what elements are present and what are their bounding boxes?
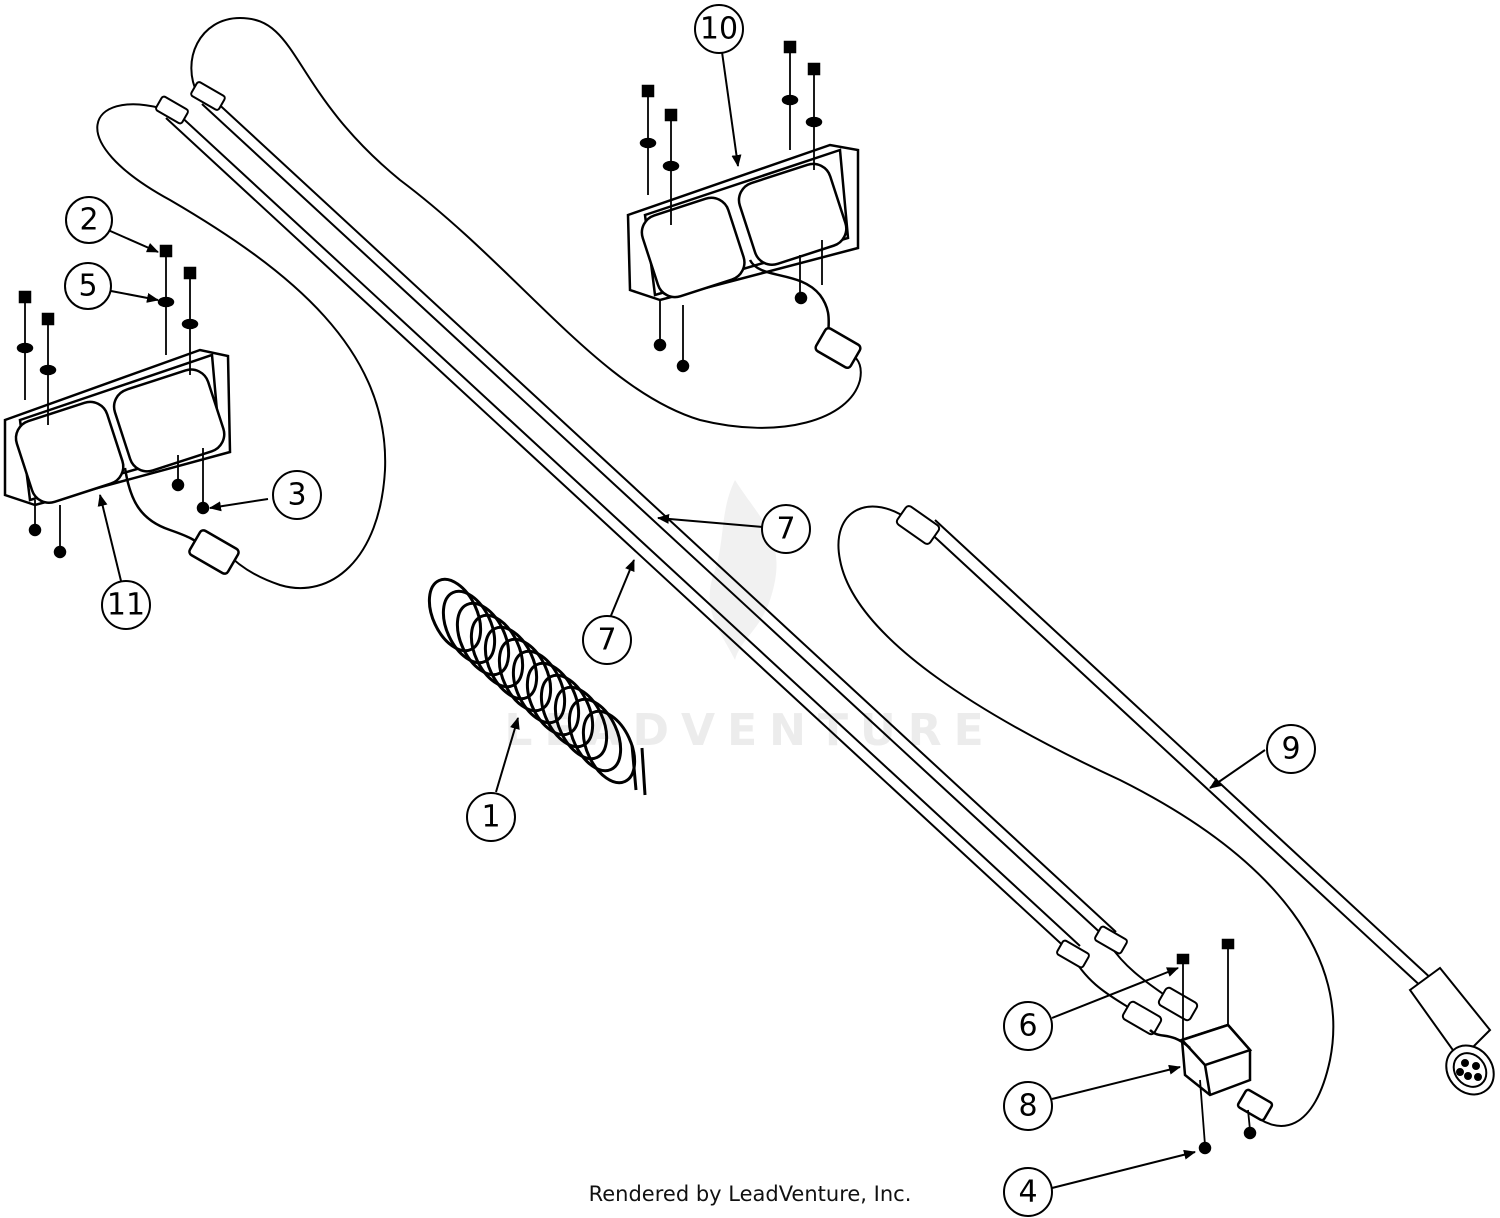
callout-6: 6: [1003, 1001, 1053, 1051]
callout-8: 8: [1003, 1081, 1053, 1131]
callout-5-label: 5: [78, 269, 97, 304]
callout-3-label: 3: [287, 478, 306, 513]
callout-2: 2: [65, 196, 113, 244]
callout-10: 10: [694, 4, 744, 54]
callout-9-label: 9: [1281, 732, 1300, 767]
callout-7-upper: 7: [761, 504, 811, 554]
callout-5: 5: [64, 262, 112, 310]
wire-loop-top: [190, 16, 862, 429]
coil-spring-1: [427, 577, 647, 796]
harness-9: [895, 505, 1495, 1096]
callout-11: 11: [101, 580, 151, 630]
light-assembly-10: [626, 40, 862, 373]
harness-connectors: [155, 81, 1199, 1036]
callout-8-label: 8: [1018, 1089, 1037, 1124]
callout-1: 1: [466, 792, 516, 842]
footer-credit: Rendered by LeadVenture, Inc.: [588, 1182, 912, 1206]
callout-1-label: 1: [481, 800, 500, 835]
module-8: [1149, 938, 1274, 1155]
wire-loop-left: [96, 103, 387, 590]
callout-7-lower-label: 7: [597, 623, 616, 658]
callout-6-label: 6: [1018, 1009, 1037, 1044]
wire-loop-right: [837, 505, 1335, 1127]
callout-2-label: 2: [79, 203, 98, 238]
callout-4-label: 4: [1018, 1175, 1037, 1210]
light-assembly-11: [3, 244, 240, 575]
callout-11-label: 11: [107, 588, 145, 623]
leader-lines: [97, 51, 1266, 1189]
callout-7-lower: 7: [582, 615, 632, 665]
callout-4: 4: [1003, 1167, 1053, 1217]
callout-9: 9: [1266, 724, 1316, 774]
callout-7-upper-label: 7: [776, 512, 795, 547]
callout-10-label: 10: [700, 12, 738, 47]
callout-3: 3: [272, 470, 322, 520]
